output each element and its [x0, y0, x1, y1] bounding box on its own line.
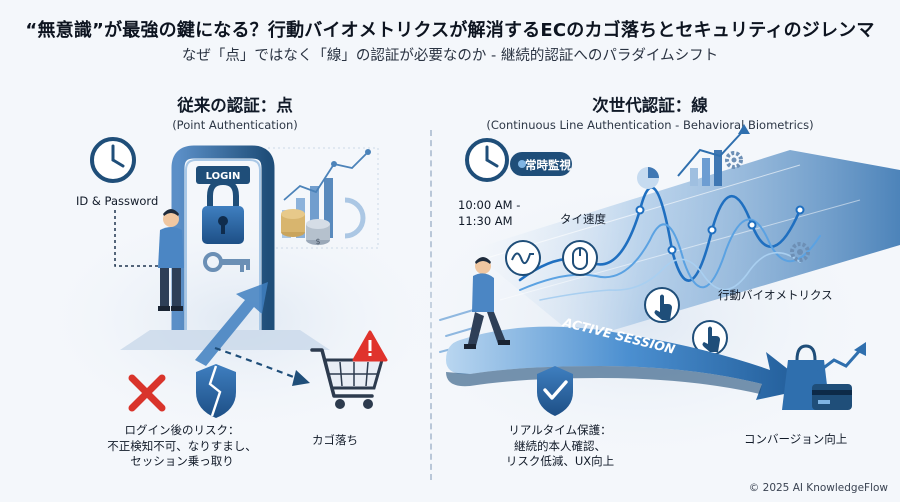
- page-subtitle: なぜ「点」ではなく「線」の認証が必要なのか - 継続的認証へのパラダイムシフト: [181, 48, 719, 64]
- typing-speed-label: タイ速度: [560, 212, 606, 226]
- growth-arrow-icon: [817, 342, 866, 374]
- left-heading-text: 従来の認証：点: [177, 96, 293, 115]
- gate-label: LOGIN: [206, 171, 241, 182]
- left-subheading-text: (Point Authentication): [172, 118, 298, 132]
- mouse-icon: [562, 240, 598, 276]
- person-figure-left: [158, 209, 184, 311]
- right-heading-text: 次世代認証：線: [592, 96, 708, 115]
- monitor-badge-label: 常時監視: [525, 158, 571, 172]
- gear-icon-small: [790, 242, 810, 262]
- risk-title: ログイン後のリスク：: [124, 423, 240, 437]
- login-gate: LOGIN: [171, 145, 275, 330]
- coins-icon: $: [281, 209, 330, 246]
- realtime-detail-2: リスク低減、UX向上: [505, 454, 615, 469]
- check-shield-icon: [537, 366, 573, 416]
- dropoff-arrow: [214, 346, 297, 380]
- tap-gesture-icon: [644, 287, 680, 323]
- key-icon: [203, 252, 250, 272]
- right-column-heading: 次世代認証：線 (Continuous Line Authentication …: [470, 92, 830, 132]
- cross-mark-icon: [128, 374, 166, 412]
- broken-shield-icon: [196, 364, 236, 418]
- pie-chart-icon: [637, 167, 659, 189]
- cart-abandon-label: カゴ落ち: [312, 433, 358, 447]
- svg-text:$: $: [315, 237, 320, 246]
- padlock-icon: [202, 178, 244, 244]
- monitor-badge: 常時監視: [510, 152, 572, 176]
- time-start: 10:00 AM -: [458, 198, 521, 212]
- gear-icon: [725, 151, 743, 169]
- copyright-footer: © 2025 AI KnowledgeFlow: [748, 482, 888, 494]
- page-title: “無意識”が最強の鍵になる？行動バイオメトリクスが解消するECのカゴ落ちとセキュ…: [25, 20, 875, 41]
- behavioral-biometrics-label: 行動バイオメトリクス: [718, 288, 833, 302]
- entry-arrow: [195, 282, 268, 366]
- touch-pointer-icon: [692, 320, 728, 356]
- realtime-title: リアルタイム保護：: [508, 423, 612, 437]
- id-password-label: ID & Password: [76, 194, 159, 208]
- time-range-label: 10:00 AM - 11:30 AM: [458, 198, 520, 229]
- risk-detail-1: 不正検知不可、なりすまし、: [107, 438, 257, 453]
- left-panel-art: $ LOGIN: [30, 137, 450, 440]
- trend-chart-icon: [677, 124, 750, 186]
- time-end: 11:30 AM: [458, 213, 513, 228]
- id-connector-line: [114, 210, 160, 267]
- person-figure-right: [464, 257, 510, 349]
- risk-detail-2: セッション乗っ取り: [130, 454, 234, 469]
- credit-card-icon: [812, 384, 852, 410]
- risk-label: ログイン後のリスク： 不正検知不可、なりすまし、 セッション乗っ取り: [82, 423, 282, 470]
- clock-icon: [90, 137, 136, 183]
- warning-icon: [352, 330, 388, 362]
- right-panel-art: 常時監視 ACTIVE SESSIO: [390, 124, 900, 470]
- conversion-label: コンバージョン向上: [744, 432, 848, 446]
- left-column-heading: 従来の認証：点 (Point Authentication): [105, 92, 365, 132]
- realtime-detail-1: 継続的本人確認、: [514, 438, 606, 453]
- data-stream-band: [470, 150, 900, 340]
- realtime-protection-label: リアルタイム保護： 継続的本人確認、 リスク低減、UX向上: [480, 423, 640, 470]
- waveform-nodes: [585, 205, 805, 267]
- right-subheading-text: (Continuous Line Authentication - Behavi…: [486, 118, 814, 132]
- monitor-clock-icon: [465, 138, 509, 182]
- waveform-circle-icon: [505, 240, 541, 276]
